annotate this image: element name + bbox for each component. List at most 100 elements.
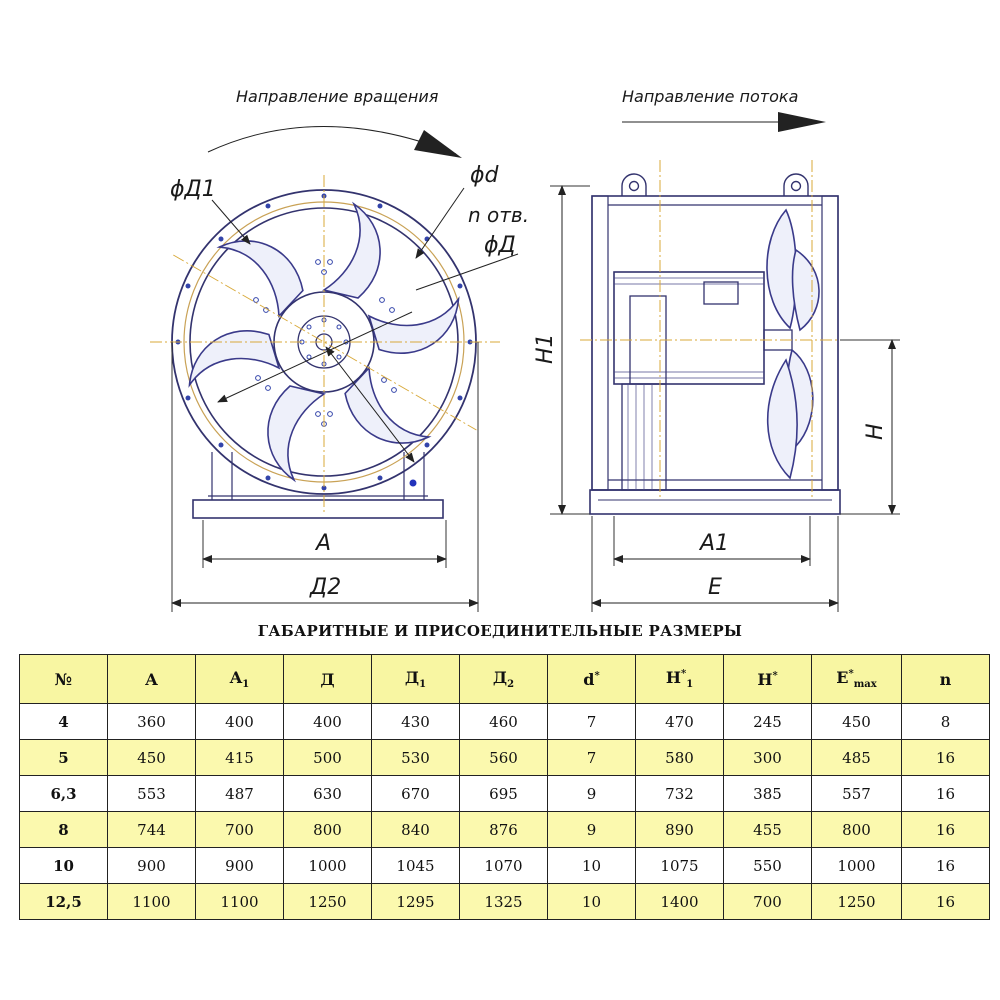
- table-cell: 487: [195, 775, 284, 812]
- header-main: H: [665, 667, 681, 687]
- side-blades: [766, 208, 820, 480]
- table-cell: 530: [371, 739, 460, 776]
- dim-h-label: H: [863, 423, 888, 440]
- table-cell: 16: [901, 739, 990, 776]
- table-cell: 1070: [459, 847, 548, 884]
- table-cell-size-number: 10: [19, 847, 108, 884]
- table-cell: 7: [547, 703, 636, 740]
- table-cell-size-number: 6,3: [19, 775, 108, 812]
- table-header-cell: A: [107, 654, 196, 704]
- table-cell: 10: [547, 883, 636, 920]
- header-main: n: [939, 669, 952, 689]
- table-cell: 630: [283, 775, 372, 812]
- table-header-cell: E*max: [811, 654, 902, 704]
- table-cell: 460: [459, 703, 548, 740]
- table-cell: 900: [195, 847, 284, 884]
- lifting-eyes: [621, 173, 809, 196]
- table-cell: 1295: [371, 883, 460, 920]
- header-main: №: [54, 669, 73, 689]
- table-cell: 1400: [635, 883, 724, 920]
- table-header-cell: H*1: [635, 654, 724, 704]
- table-cell: 553: [107, 775, 196, 812]
- table-cell: 1045: [371, 847, 460, 884]
- header-sub: 1: [686, 679, 694, 691]
- table-cell: 1000: [283, 847, 372, 884]
- table-header-cell: d*: [547, 654, 636, 704]
- table-header-cell: Д1: [371, 654, 460, 704]
- table-cell: 670: [371, 775, 460, 812]
- front-view: Направление вращения ϕД1 ϕd n отв. ϕД A …: [150, 87, 529, 612]
- table-cell: 1075: [635, 847, 724, 884]
- table-cell: 450: [107, 739, 196, 776]
- rotation-direction-label: Направление вращения: [236, 87, 439, 106]
- motor-terminal-box: [703, 281, 739, 305]
- table-cell: 700: [195, 811, 284, 848]
- table-cell: 9: [547, 775, 636, 812]
- table-cell: 450: [811, 703, 902, 740]
- header-main: A: [229, 667, 243, 687]
- table-cell: 385: [723, 775, 812, 812]
- header-sup: *: [594, 670, 600, 682]
- table-cell: 16: [901, 811, 990, 848]
- table-cell: 900: [107, 847, 196, 884]
- technical-drawing: Направление вращения ϕД1 ϕd n отв. ϕД A …: [150, 87, 900, 612]
- side-base: [589, 489, 841, 515]
- table-cell-size-number: 12,5: [19, 883, 108, 920]
- table-cell: 10: [547, 847, 636, 884]
- table-cell: 890: [635, 811, 724, 848]
- table-cell: 16: [901, 883, 990, 920]
- table-header-cell: H*: [723, 654, 812, 704]
- header-main: H: [757, 669, 773, 689]
- table-header-cell: A1: [195, 654, 284, 704]
- table-cell: 560: [459, 739, 548, 776]
- table-cell: 300: [723, 739, 812, 776]
- phi-d1-label: ϕД1: [170, 177, 216, 202]
- table-cell: 400: [283, 703, 372, 740]
- phi-d-small-label: ϕd: [470, 163, 500, 188]
- dim-a1-label: A1: [698, 531, 729, 556]
- table-cell: 550: [723, 847, 812, 884]
- table-cell-size-number: 4: [19, 703, 108, 740]
- table-header-cell: Д: [283, 654, 372, 704]
- motor-body: [613, 271, 765, 385]
- table-cell: 16: [901, 775, 990, 812]
- table-cell: 700: [723, 883, 812, 920]
- table-cell: 1100: [107, 883, 196, 920]
- dim-d2-label: Д2: [309, 575, 341, 600]
- flow-direction-arrow: [778, 112, 826, 132]
- dim-h1-label: H1: [533, 333, 558, 364]
- header-sub: 1: [242, 679, 250, 691]
- table-cell: 360: [107, 703, 196, 740]
- table-cell: 1000: [811, 847, 902, 884]
- table-header-cell: n: [901, 654, 990, 704]
- table-cell: 1250: [283, 883, 372, 920]
- table-cell: 430: [371, 703, 460, 740]
- table-cell: 1100: [195, 883, 284, 920]
- header-main: d: [583, 669, 595, 689]
- header-sup: *: [772, 670, 778, 682]
- table-cell: 1250: [811, 883, 902, 920]
- dim-a-label: A: [314, 531, 331, 556]
- phi-d-label: ϕД: [484, 233, 516, 258]
- header-sup: *: [848, 668, 854, 680]
- table-cell: 557: [811, 775, 902, 812]
- table-cell: 245: [723, 703, 812, 740]
- table-cell: 744: [107, 811, 196, 848]
- header-main: Д: [492, 667, 508, 687]
- table-cell: 415: [195, 739, 284, 776]
- table-cell: 16: [901, 847, 990, 884]
- header-main: A: [145, 669, 158, 689]
- header-sub: 1: [419, 679, 427, 691]
- table-cell-size-number: 5: [19, 739, 108, 776]
- table-cell: 1325: [459, 883, 548, 920]
- flow-direction-label: Направление потока: [622, 87, 798, 106]
- table-cell: 580: [635, 739, 724, 776]
- table-cell-size-number: 8: [19, 811, 108, 848]
